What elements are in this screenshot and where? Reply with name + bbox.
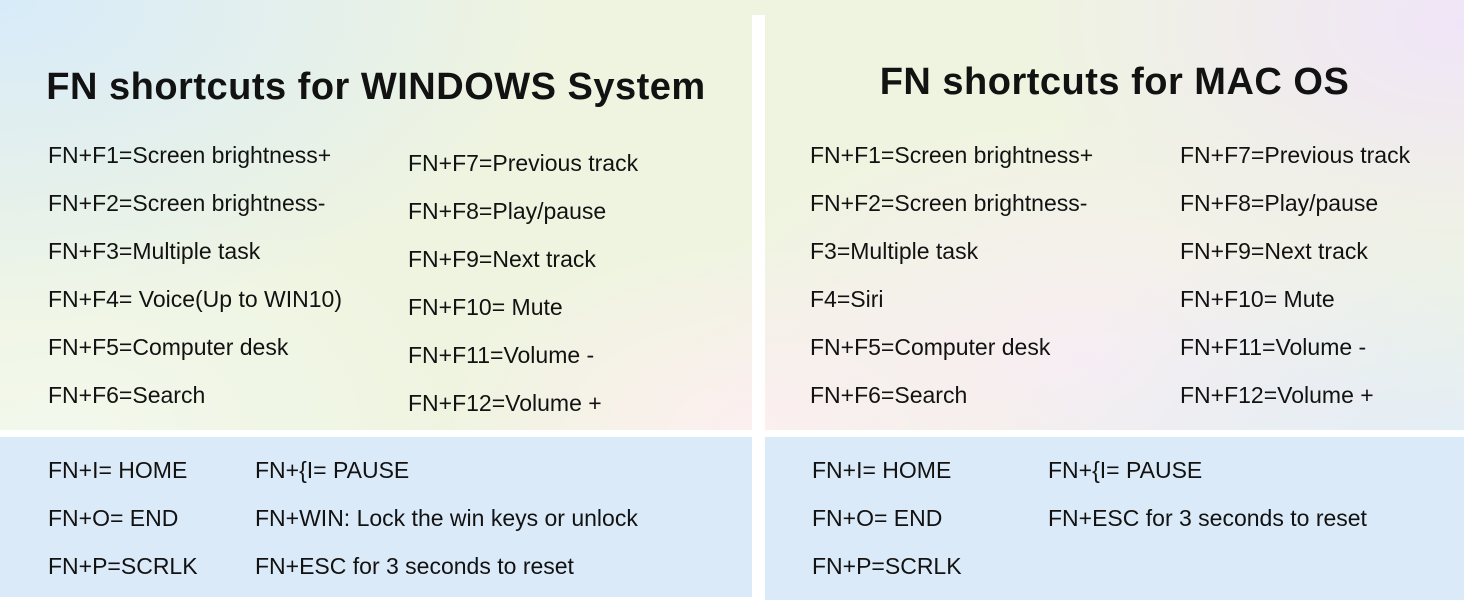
windows-fn-column-2: FN+F7=Previous track FN+F8=Play/pause FN…	[408, 139, 638, 427]
shortcut-item: FN+ESC for 3 seconds to reset	[255, 553, 574, 579]
shortcut-item: FN+F2=Screen brightness-	[48, 190, 326, 216]
shortcut-item: FN+F3=Multiple task	[48, 238, 261, 264]
mac-extra-column-2: FN+{I= PAUSE FN+ESC for 3 seconds to res…	[1048, 446, 1367, 542]
shortcut-item: FN+F9=Next track	[408, 246, 596, 272]
shortcut-item: F4=Siri	[810, 286, 884, 312]
mac-fn-column-1: FN+F1=Screen brightness+ FN+F2=Screen br…	[810, 131, 1093, 419]
shortcut-item: FN+F5=Computer desk	[48, 334, 289, 360]
shortcut-item: FN+O= END	[812, 505, 943, 531]
shortcut-item: FN+F10= Mute	[1180, 286, 1335, 312]
shortcut-item: FN+{I= PAUSE	[1048, 457, 1203, 483]
shortcut-item: FN+F11=Volume -	[408, 342, 595, 368]
windows-fn-column-1: FN+F1=Screen brightness+ FN+F2=Screen br…	[48, 131, 342, 419]
shortcut-item: FN+F2=Screen brightness-	[810, 190, 1088, 216]
shortcut-item: FN+F8=Play/pause	[1180, 190, 1379, 216]
windows-extra-column-1: FN+I= HOME FN+O= END FN+P=SCRLK	[48, 446, 198, 590]
mac-extra-shortcuts-box	[765, 437, 1464, 600]
mac-fn-column-2: FN+F7=Previous track FN+F8=Play/pause FN…	[1180, 131, 1410, 419]
shortcut-item: FN+WIN: Lock the win keys or unlock	[255, 505, 638, 531]
shortcut-item: FN+F5=Computer desk	[810, 334, 1051, 360]
shortcut-item: FN+F10= Mute	[408, 294, 563, 320]
shortcut-item: FN+F12=Volume +	[1180, 382, 1374, 408]
shortcut-item: FN+F4= Voice(Up to WIN10)	[48, 286, 342, 312]
vertical-divider	[752, 15, 765, 600]
shortcut-item: FN+I= HOME	[48, 457, 188, 483]
shortcut-item: FN+ESC for 3 seconds to reset	[1048, 505, 1367, 531]
shortcut-item: FN+F12=Volume +	[408, 390, 602, 416]
windows-extra-column-2: FN+{I= PAUSE FN+WIN: Lock the win keys o…	[255, 446, 638, 590]
shortcut-item: FN+F1=Screen brightness+	[810, 142, 1094, 168]
shortcut-item: FN+P=SCRLK	[812, 553, 962, 579]
shortcut-item: FN+F6=Search	[810, 382, 968, 408]
shortcut-item: FN+F6=Search	[48, 382, 206, 408]
mac-panel-title: FN shortcuts for MAC OS	[879, 61, 1350, 103]
shortcut-item: FN+{I= PAUSE	[255, 457, 410, 483]
windows-panel-title: FN shortcuts for WINDOWS System	[46, 66, 706, 108]
shortcut-item: F3=Multiple task	[810, 238, 979, 264]
shortcut-item: FN+F8=Play/pause	[408, 198, 607, 224]
shortcut-item: FN+F7=Previous track	[1180, 142, 1411, 168]
horizontal-divider	[0, 430, 1464, 437]
shortcut-item: FN+F1=Screen brightness+	[48, 142, 332, 168]
windows-extra-shortcuts-box	[0, 437, 752, 597]
shortcut-item: FN+F9=Next track	[1180, 238, 1368, 264]
shortcut-item: FN+I= HOME	[812, 457, 952, 483]
mac-extra-column-1: FN+I= HOME FN+O= END FN+P=SCRLK	[812, 446, 962, 590]
shortcut-item: FN+F11=Volume -	[1180, 334, 1367, 360]
shortcut-item: FN+P=SCRLK	[48, 553, 198, 579]
shortcut-item: FN+O= END	[48, 505, 179, 531]
shortcut-item: FN+F7=Previous track	[408, 150, 639, 176]
bottom-edge-divider	[0, 597, 752, 600]
